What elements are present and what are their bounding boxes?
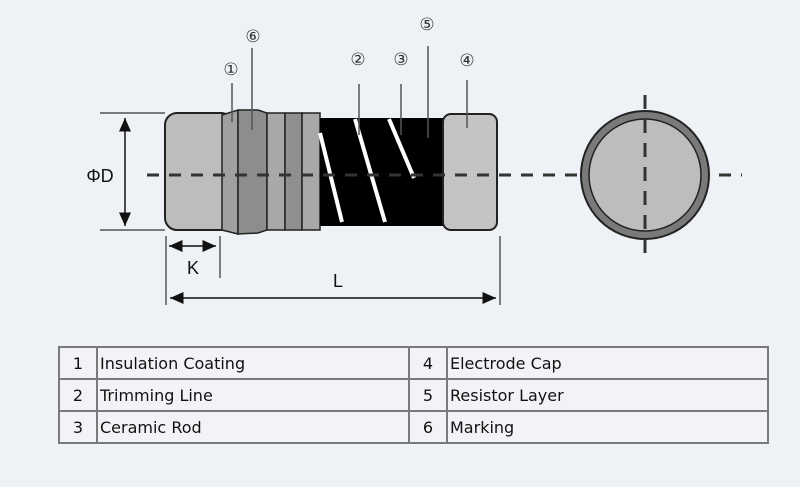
cap-length-label: K (187, 258, 199, 278)
length-extension-lines (165, 236, 501, 305)
legend-num: 2 (58, 378, 98, 412)
callout-5: ⑤ (419, 15, 434, 35)
legend-label: Insulation Coating (96, 346, 410, 380)
legend-table: 1 Insulation Coating 4 Electrode Cap 2 T… (58, 346, 769, 444)
legend-num: 6 (408, 410, 448, 444)
leader-lines (231, 46, 468, 138)
legend-num: 5 (408, 378, 448, 412)
diameter-label: ΦD (86, 166, 113, 186)
legend-label: Ceramic Rod (96, 410, 410, 444)
diameter-extension-lines (100, 112, 165, 231)
callout-4: ④ (459, 51, 474, 71)
legend-label: Marking (446, 410, 769, 444)
band (266, 112, 286, 231)
legend-num: 1 (58, 346, 98, 380)
legend-num: 4 (408, 346, 448, 380)
legend-label: Electrode Cap (446, 346, 769, 380)
callout-3: ③ (393, 50, 408, 70)
length-label: L (333, 271, 343, 291)
table-row: 2 Trimming Line 5 Resistor Layer (58, 378, 769, 412)
table-row: 1 Insulation Coating 4 Electrode Cap (58, 346, 769, 380)
legend-label: Resistor Layer (446, 378, 769, 412)
band (284, 112, 303, 231)
callout-1: ① (223, 60, 238, 80)
insulation-coating-band (221, 108, 239, 235)
table-row: 3 Ceramic Rod 6 Marking (58, 410, 769, 444)
trimming-line (353, 118, 387, 223)
legend-num: 3 (58, 410, 98, 444)
callout-6: ⑥ (245, 27, 260, 47)
callout-2: ② (350, 50, 365, 70)
band (301, 112, 321, 231)
resistor-diagram: ① ② ③ ④ ⑤ ⑥ ΦD K L (86, 15, 742, 305)
right-electrode-cap (442, 113, 498, 231)
trimming-line (387, 118, 416, 179)
legend-label: Trimming Line (96, 378, 410, 412)
trimming-line (318, 132, 344, 223)
